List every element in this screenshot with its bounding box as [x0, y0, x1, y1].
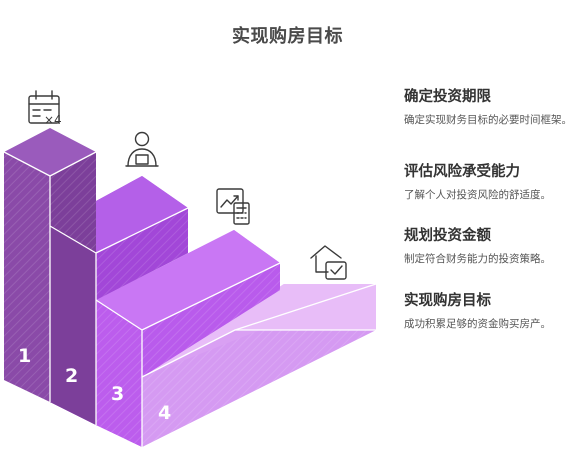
step-1-heading: 确定投资期限	[404, 89, 491, 105]
step-4-description: 成功积累足够的资金购买房产。	[404, 318, 551, 330]
step-3-heading: 规划投资金额	[404, 228, 491, 244]
step-1-number: 1	[18, 345, 31, 367]
step-1-text: 确定投资期限 确定实现财务目标的必要时间框架。	[404, 88, 572, 127]
page-title: 实现购房目标	[232, 26, 343, 46]
step-2-text: 评估风险承受能力 了解个人对投资风险的舒适度。	[404, 163, 572, 202]
step-2-description: 了解个人对投资风险的舒适度。	[404, 189, 551, 201]
person-icon	[125, 131, 159, 167]
calculator-chart-icon	[216, 188, 250, 225]
svg-text:×4: ×4	[44, 113, 62, 127]
step-2-number: 2	[65, 365, 78, 387]
step-4-text: 实现购房目标 成功积累足够的资金购买房产。	[404, 292, 572, 331]
house-check-icon	[310, 245, 347, 280]
step-1-description: 确定实现财务目标的必要时间框架。	[404, 114, 572, 126]
step-3-text: 规划投资金额 制定符合财务能力的投资策略。	[404, 227, 572, 266]
step-4-block	[142, 284, 376, 447]
stair-edges	[3, 151, 377, 447]
step-4-number: 4	[158, 402, 171, 424]
step-4-heading: 实现购房目标	[404, 293, 491, 309]
calendar-icon: ×4	[28, 90, 62, 127]
step-3-number: 3	[111, 383, 124, 405]
step-2-heading: 评估风险承受能力	[404, 164, 520, 180]
step-3-description: 制定符合财务能力的投资策略。	[404, 253, 551, 265]
